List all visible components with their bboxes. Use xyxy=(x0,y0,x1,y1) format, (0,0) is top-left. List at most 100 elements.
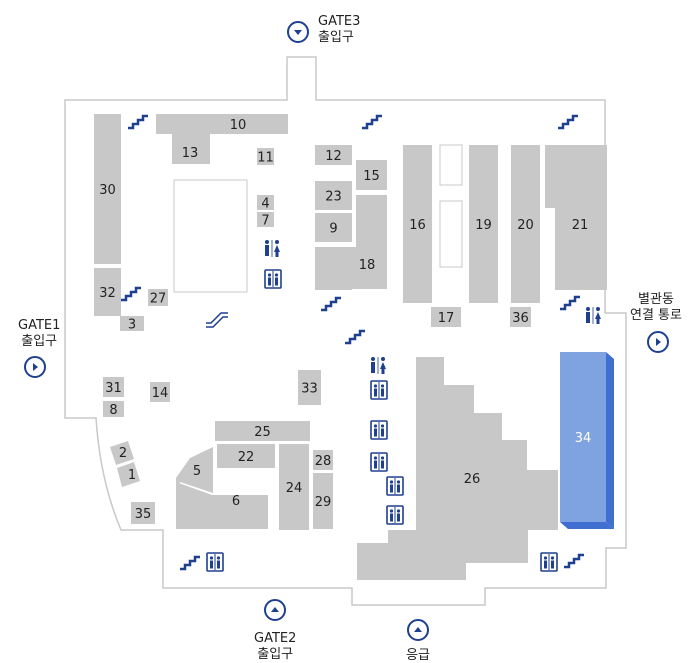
unit-13[interactable] xyxy=(156,114,210,164)
unit-29-label: 29 xyxy=(315,495,332,510)
unit-18[interactable] xyxy=(315,195,387,290)
unit-18-label: 18 xyxy=(359,258,376,273)
unit-6[interactable] xyxy=(176,482,268,529)
unit-30[interactable] xyxy=(94,114,121,264)
unit-4-label: 4 xyxy=(261,197,269,212)
unit-20[interactable] xyxy=(511,145,540,303)
unit-30-label: 30 xyxy=(99,183,116,198)
gate3-button[interactable] xyxy=(287,21,309,43)
unit-24[interactable] xyxy=(279,444,309,530)
unit-1[interactable] xyxy=(117,462,140,487)
unit-33-label: 33 xyxy=(301,382,318,397)
unit-33[interactable] xyxy=(298,370,321,405)
elevator-icon xyxy=(370,380,388,400)
stairs-icon xyxy=(180,555,200,571)
stairs-icon xyxy=(362,114,382,130)
stairs-icon xyxy=(345,329,365,345)
unit-1-label: 1 xyxy=(128,468,136,483)
corridor-void xyxy=(439,200,463,268)
unit-15[interactable] xyxy=(356,160,387,190)
unit-7-label: 7 xyxy=(261,214,269,229)
unit-34-label: 34 xyxy=(575,431,592,446)
chevron-down-icon xyxy=(294,30,302,35)
elevator-icon xyxy=(370,452,388,472)
unit-31[interactable] xyxy=(103,377,124,397)
unit-2[interactable] xyxy=(110,441,134,465)
unit-29[interactable] xyxy=(313,473,333,529)
unit-3-label: 3 xyxy=(128,318,136,333)
unit-15-label: 15 xyxy=(363,169,380,184)
unit-12-label: 12 xyxy=(325,149,342,164)
stairs-icon xyxy=(128,114,148,130)
unit-14-label: 14 xyxy=(152,386,169,401)
unit-28-label: 28 xyxy=(315,454,332,469)
unit-19[interactable] xyxy=(469,145,498,303)
annex-button[interactable] xyxy=(647,331,669,353)
stairs-icon xyxy=(321,296,341,312)
gate1-button[interactable] xyxy=(24,356,46,378)
unit-17[interactable] xyxy=(431,307,461,327)
unit-16[interactable] xyxy=(403,145,432,303)
elevator-icon xyxy=(386,476,404,496)
unit-16-label: 16 xyxy=(409,218,426,233)
stairs-icon xyxy=(564,553,584,569)
unit-20-label: 20 xyxy=(517,218,534,233)
unit-5[interactable] xyxy=(176,447,213,518)
unit-31-label: 31 xyxy=(105,381,122,396)
building-outline xyxy=(64,56,627,606)
unit-17-label: 17 xyxy=(438,311,455,326)
unit-6-label: 6 xyxy=(232,494,240,509)
elevator-icon xyxy=(540,552,558,572)
unit-23[interactable] xyxy=(315,181,352,210)
unit-2-label: 2 xyxy=(119,446,127,461)
unit-12[interactable] xyxy=(315,145,352,165)
unit-36[interactable] xyxy=(510,307,531,327)
unit-28[interactable] xyxy=(313,450,333,470)
restroom-icon xyxy=(586,307,601,324)
unit-34-bottom xyxy=(560,522,614,529)
unit-32[interactable] xyxy=(94,268,121,316)
atrium-void xyxy=(173,179,248,293)
escalator-icon xyxy=(206,312,228,328)
restroom-icon xyxy=(371,357,386,374)
unit-5-label: 5 xyxy=(193,464,201,479)
unit-22[interactable] xyxy=(217,444,275,468)
unit-8[interactable] xyxy=(103,401,124,417)
unit-11[interactable] xyxy=(257,148,274,165)
unit-10[interactable] xyxy=(188,114,288,134)
unit-26[interactable] xyxy=(357,357,558,580)
unit-25[interactable] xyxy=(215,421,310,441)
stairs-icon xyxy=(560,295,580,311)
unit-21[interactable] xyxy=(545,145,607,290)
elevator-icon xyxy=(370,420,388,440)
unit-14[interactable] xyxy=(150,382,170,402)
unit-10-label: 10 xyxy=(230,118,247,133)
unit-9[interactable] xyxy=(315,213,352,242)
unit-11-label: 11 xyxy=(257,151,274,166)
restroom-icon xyxy=(265,240,280,257)
chevron-up-icon xyxy=(271,607,279,612)
emergency-button[interactable] xyxy=(407,619,429,641)
gate2-button[interactable] xyxy=(264,599,286,621)
unit-26-label: 26 xyxy=(464,472,481,487)
unit-35-label: 35 xyxy=(135,507,152,522)
elevator-icon xyxy=(264,269,282,289)
unit-4[interactable] xyxy=(257,195,274,210)
unit-34[interactable] xyxy=(560,352,606,522)
emergency-label: 응급 xyxy=(406,648,430,663)
unit-9-label: 9 xyxy=(329,222,337,237)
unit-36-label: 36 xyxy=(512,311,529,326)
unit-21-label: 21 xyxy=(572,218,589,233)
unit-3[interactable] xyxy=(120,316,144,331)
unit-19-label: 19 xyxy=(475,218,492,233)
elevator-icon xyxy=(386,505,404,525)
unit-35[interactable] xyxy=(131,502,155,524)
elevator-icon xyxy=(206,552,224,572)
unit-25-label: 25 xyxy=(254,425,271,440)
unit-7[interactable] xyxy=(257,212,274,227)
unit-27[interactable] xyxy=(148,289,168,306)
